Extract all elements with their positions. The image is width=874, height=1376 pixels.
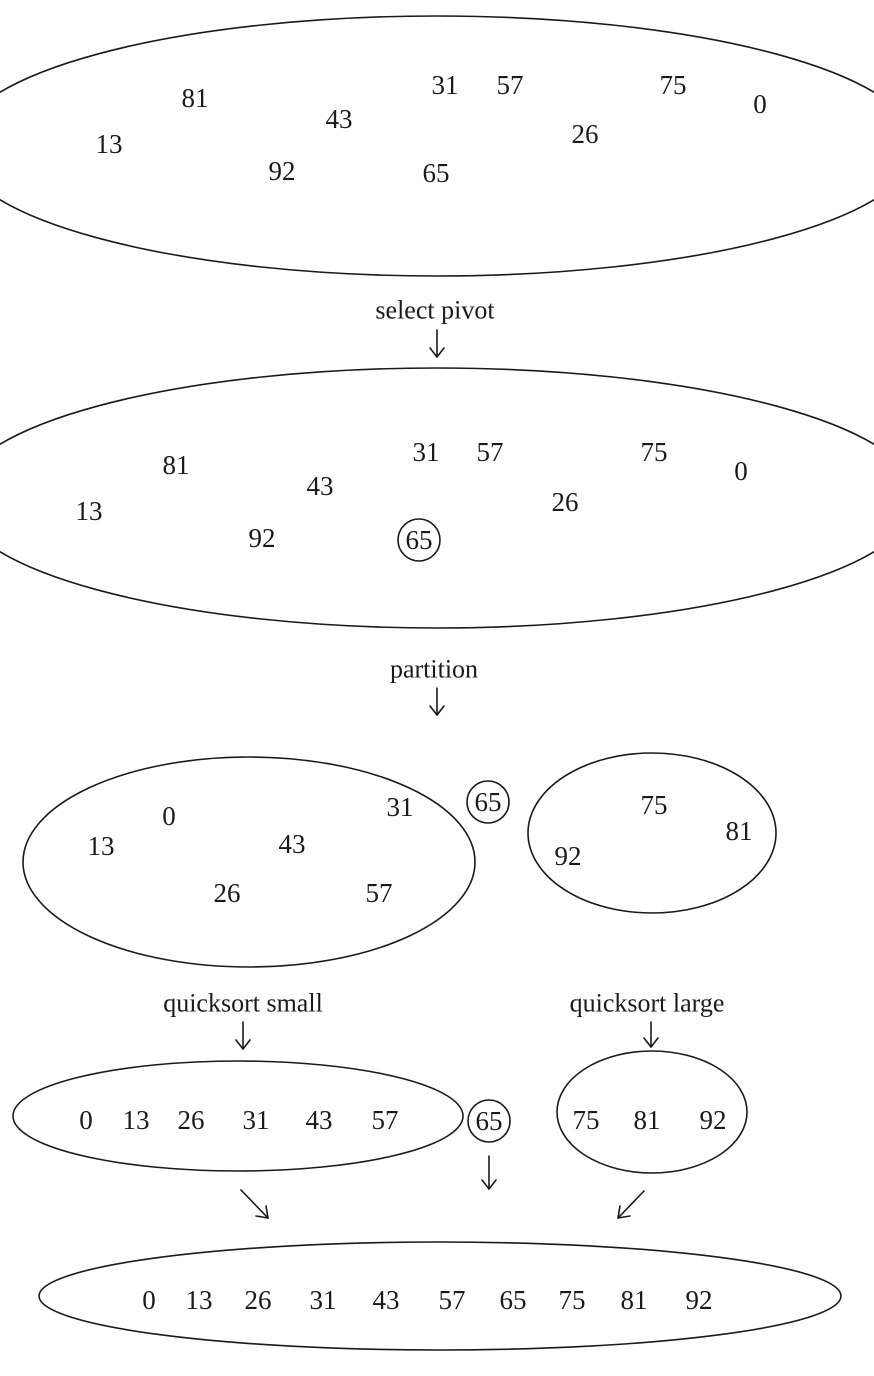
down-arrow-icon <box>643 1021 659 1048</box>
final-sorted-set: 0 13 26 31 43 57 65 75 81 92 <box>38 1241 842 1351</box>
sorted-large-set-outline <box>556 1050 748 1174</box>
set-number: 13 <box>76 496 103 526</box>
large-number: 75 <box>641 790 668 820</box>
down-arrow-icon <box>429 687 445 716</box>
final-number: 31 <box>310 1285 337 1315</box>
initial-number: 43 <box>326 104 353 134</box>
small-set-outline <box>22 756 476 968</box>
pivot-selected-set-outline <box>0 367 874 629</box>
step-label-select-pivot: select pivot <box>375 296 495 325</box>
sorted-large-number: 81 <box>634 1105 661 1135</box>
sorted-small-number: 31 <box>243 1105 270 1135</box>
down-arrow-icon <box>429 329 445 358</box>
initial-number: 65 <box>423 158 450 188</box>
pivot-number: 65 <box>406 525 433 555</box>
initial-number: 0 <box>753 89 767 119</box>
pivot-circle <box>397 518 441 562</box>
step-label-quicksort-large: quicksort large <box>570 989 725 1018</box>
final-number: 57 <box>439 1285 466 1315</box>
small-number: 13 <box>88 831 115 861</box>
small-number: 57 <box>366 878 393 908</box>
down-arrow-icon <box>481 1155 497 1190</box>
step-label-partition: partition <box>390 655 478 684</box>
sorted-small-number: 26 <box>178 1105 205 1135</box>
set-number: 0 <box>734 456 748 486</box>
set-number: 57 <box>477 437 504 467</box>
sorted-large-number: 75 <box>573 1105 600 1135</box>
small-number: 31 <box>387 792 414 822</box>
final-number: 43 <box>373 1285 400 1315</box>
small-number: 0 <box>162 801 176 831</box>
initial-set-outline <box>0 15 874 277</box>
pivot-circle <box>466 780 510 824</box>
final-set-outline <box>38 1241 842 1351</box>
initial-number: 92 <box>269 156 296 186</box>
initial-number: 75 <box>660 70 687 100</box>
large-set-outline <box>527 752 777 914</box>
small-number: 43 <box>279 829 306 859</box>
large-number: 92 <box>555 841 582 871</box>
down-arrow-icon <box>235 1021 251 1050</box>
step-label-quicksort-small: quicksort small <box>163 989 323 1018</box>
sorted-small-number: 0 <box>79 1105 93 1135</box>
set-number: 75 <box>641 437 668 467</box>
sorted-large-set: 75 81 92 <box>556 1050 748 1174</box>
set-number: 31 <box>413 437 440 467</box>
initial-number: 26 <box>572 119 599 149</box>
initial-number: 31 <box>432 70 459 100</box>
partitioned-small-set: 0 31 13 43 26 57 <box>22 756 476 968</box>
set-number: 92 <box>249 523 276 553</box>
set-number: 43 <box>307 471 334 501</box>
sorted-small-number: 43 <box>306 1105 333 1135</box>
final-number: 81 <box>621 1285 648 1315</box>
sorted-small-number: 57 <box>372 1105 399 1135</box>
sorted-small-set-outline <box>12 1060 464 1172</box>
initial-number: 81 <box>182 83 209 113</box>
sorted-small-number: 13 <box>123 1105 150 1135</box>
large-number: 81 <box>726 816 753 846</box>
final-number: 13 <box>186 1285 213 1315</box>
final-number: 75 <box>559 1285 586 1315</box>
final-number: 0 <box>142 1285 156 1315</box>
initial-number: 13 <box>96 129 123 159</box>
diagonal-arrow-right-down-icon <box>240 1189 269 1219</box>
partition-pivot: 65 <box>466 780 510 824</box>
pivot-number: 65 <box>476 1106 503 1136</box>
sorted-pivot: 65 <box>467 1099 511 1143</box>
final-number: 92 <box>686 1285 713 1315</box>
set-number: 81 <box>163 450 190 480</box>
sorted-large-number: 92 <box>700 1105 727 1135</box>
pivot-selected-set: 81 31 57 75 0 13 43 26 92 65 <box>0 367 874 629</box>
pivot-number: 65 <box>475 787 502 817</box>
small-number: 26 <box>214 878 241 908</box>
diagonal-arrow-left-down-icon <box>617 1190 645 1219</box>
initial-set: 81 31 57 75 0 13 43 26 92 65 <box>0 15 874 277</box>
set-number: 26 <box>552 487 579 517</box>
partitioned-large-set: 75 81 92 <box>527 752 777 914</box>
initial-number: 57 <box>497 70 524 100</box>
pivot-circle <box>467 1099 511 1143</box>
sorted-small-set: 0 13 26 31 43 57 <box>12 1060 464 1172</box>
final-number: 26 <box>245 1285 272 1315</box>
final-number: 65 <box>500 1285 527 1315</box>
